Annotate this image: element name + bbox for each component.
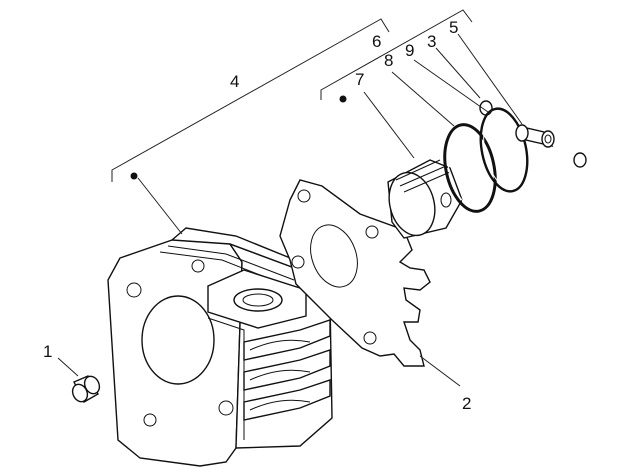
callout-5: 5 [449,18,458,37]
leader-7 [363,91,415,159]
callout-8: 8 [384,51,393,70]
leader-5 [457,33,523,125]
bullet-6 [339,95,347,103]
part-7-piston [387,159,463,239]
part-2-gasket [279,179,431,367]
part-1-dowel [71,375,101,403]
callout-4: 4 [230,72,239,91]
leader-3 [435,47,481,99]
leader-2 [419,355,461,387]
bullet-4 [130,172,138,180]
callout-1: 1 [43,342,52,361]
callout-2: 2 [462,394,471,413]
group-bracket-4 [111,18,390,182]
leader-8 [391,71,455,127]
leader-1 [57,357,79,377]
callout-9: 9 [405,41,414,60]
group-bracket-6 [320,9,473,103]
part-8-rings [443,123,497,213]
leader-4-cylinder [137,177,183,235]
leader-9 [413,59,489,113]
part-5-piston-pin [515,124,555,148]
part-9-ring [479,107,529,193]
part-3-circlip [479,100,493,116]
callout-6: 6 [372,32,381,51]
callout-7: 7 [355,70,364,89]
circlip-right [573,152,587,168]
callout-3: 3 [427,32,436,51]
